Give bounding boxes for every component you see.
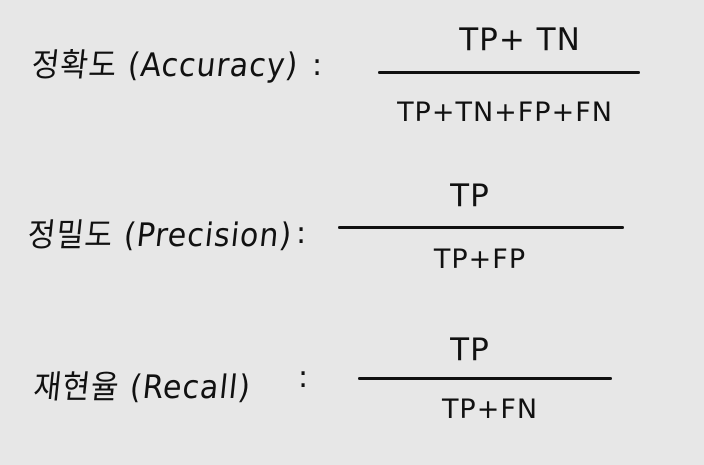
formula-label: 정밀도 (Precision)	[25, 216, 295, 255]
formula-colon: :	[296, 216, 307, 251]
formula-label: 재현율 (Recall)	[31, 368, 253, 407]
denominator: TP+FP	[433, 244, 527, 275]
numerator: TP+ TN	[459, 22, 581, 58]
fraction-bar	[338, 226, 624, 229]
formula-colon: :	[298, 360, 309, 395]
formula-colon: :	[312, 48, 323, 83]
denominator: TP+TN+FP+FN	[397, 97, 613, 128]
numerator: TP	[450, 178, 490, 214]
numerator: TP	[450, 332, 490, 368]
fraction-bar	[358, 377, 612, 380]
fraction-bar	[378, 71, 640, 74]
denominator: TP+FN	[441, 394, 539, 425]
formula-label: 정확도 (Accuracy)	[29, 46, 301, 85]
